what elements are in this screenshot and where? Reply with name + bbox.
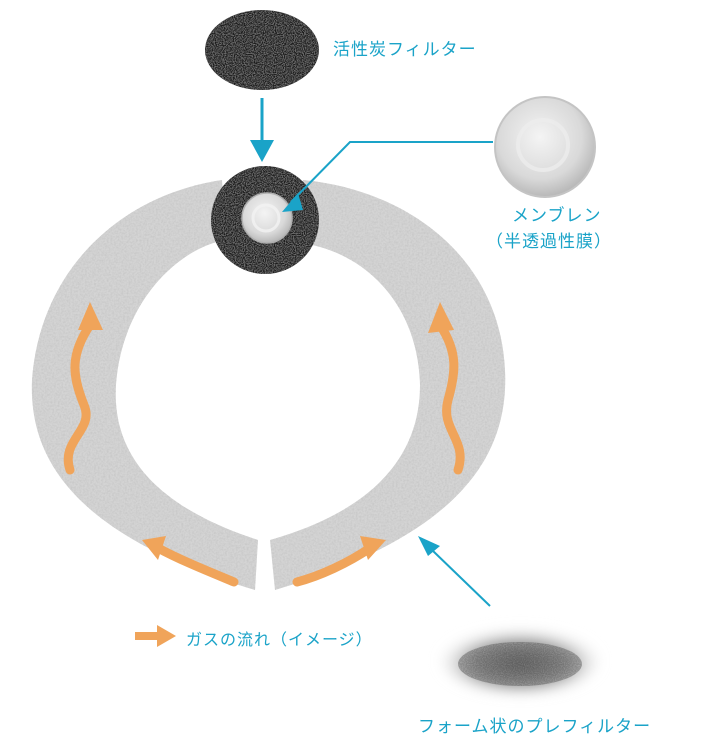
membrane-center — [241, 192, 293, 244]
down-arrow — [250, 98, 274, 162]
membrane-disc — [494, 96, 596, 198]
gas-flow-arrowheads — [78, 302, 454, 560]
prefilter-sample — [440, 626, 600, 694]
legend-label: ガスの流れ（イメージ） — [186, 630, 373, 649]
legend — [135, 625, 176, 647]
membrane-label-line2: （半透過性膜） — [486, 232, 612, 252]
prefilter-label-text: フォーム状のプレフィルター — [418, 717, 652, 737]
membrane-label-line1: メンブレン — [512, 206, 602, 226]
carbon-filter-disc — [205, 10, 319, 90]
prefilter-pointer — [418, 536, 491, 607]
gas-flow-arrows — [63, 320, 465, 587]
carbon-filter-label-text: 活性炭フィルター — [333, 40, 477, 60]
membrane-pointer — [282, 141, 493, 212]
foam-ring — [31, 180, 506, 590]
